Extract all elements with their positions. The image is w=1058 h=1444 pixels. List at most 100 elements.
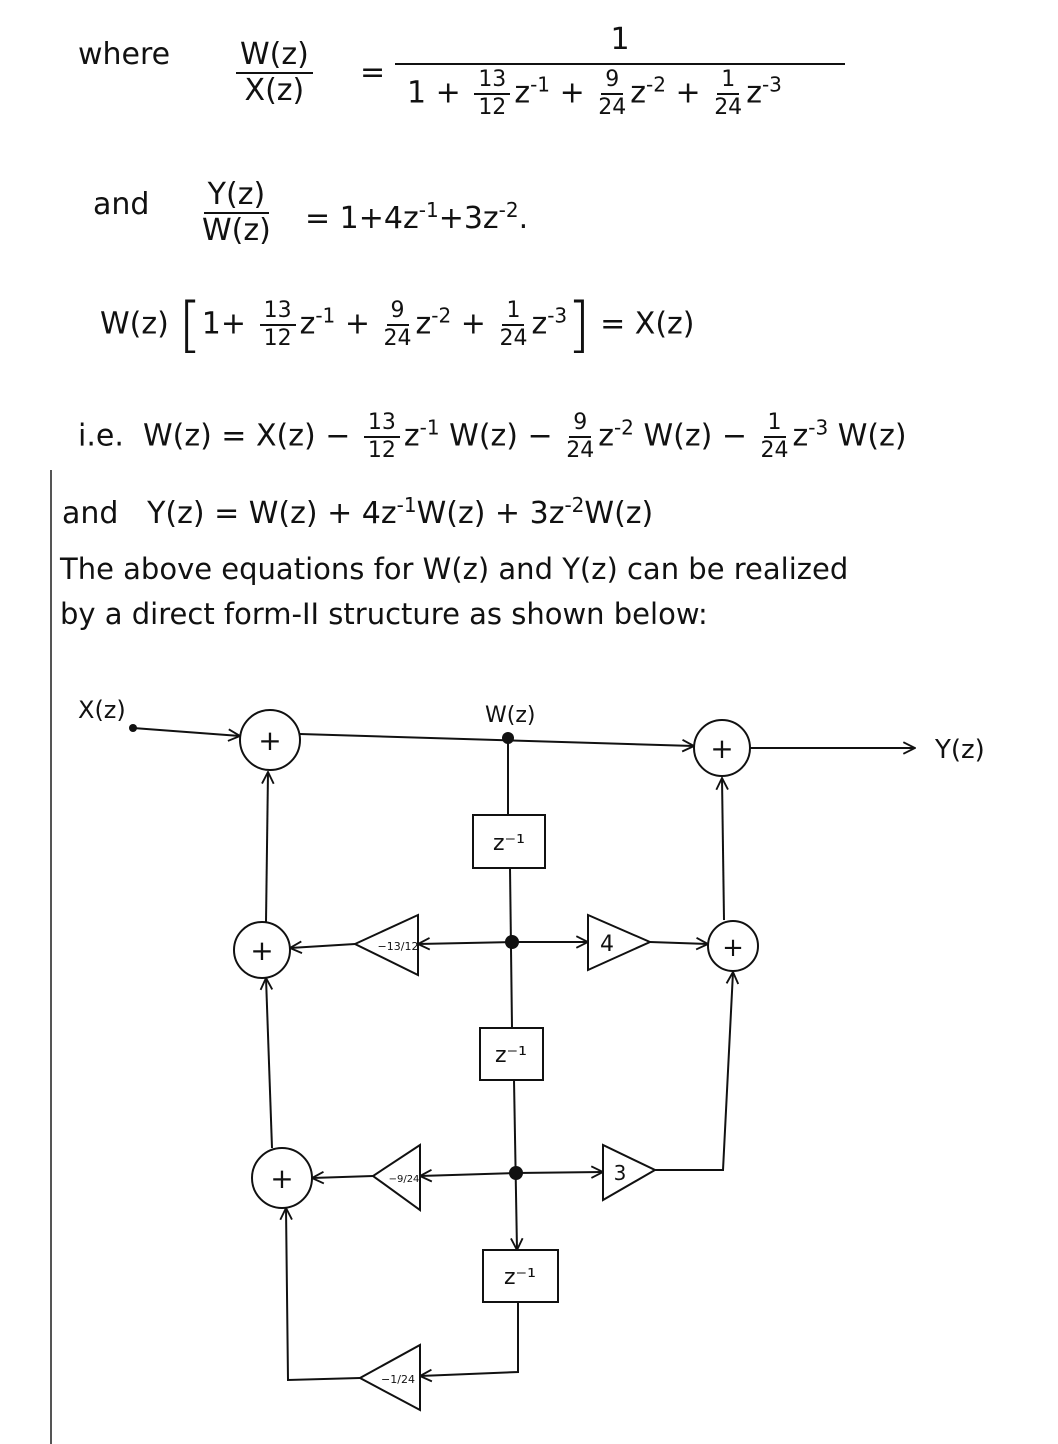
- num: 13: [474, 69, 511, 95]
- exp: -2: [613, 415, 634, 440]
- term: .: [518, 201, 529, 236]
- gain-b1-label: 4: [600, 932, 614, 957]
- num: Y(z): [203, 180, 270, 214]
- adder-3: [251, 1147, 313, 1209]
- adder-b: [707, 920, 759, 972]
- adder-b-sign: +: [722, 933, 744, 963]
- input-label: X(z): [78, 696, 126, 724]
- w-node: [502, 732, 514, 744]
- den: 24: [598, 95, 627, 120]
- transfer-y-over-w: Y(z)W(z): [198, 180, 275, 246]
- text-line-1: The above equations for W(z) and Y(z) ca…: [60, 552, 849, 586]
- gain-a2-triangle: [371, 1143, 421, 1212]
- w-label: W(z): [485, 703, 535, 728]
- gain-a1-triangle: [352, 913, 419, 977]
- delay-3-label: z⁻¹: [504, 1265, 536, 1290]
- line-adder1-to-adder-out: [299, 733, 694, 746]
- den: X(z): [244, 73, 305, 108]
- node-1: [505, 935, 519, 949]
- exp: -3: [808, 415, 829, 440]
- num: 13: [259, 300, 296, 326]
- term: 1 +: [407, 75, 461, 111]
- delay-3: [482, 1249, 559, 1303]
- term: W(z): [837, 418, 907, 454]
- adder3-to-adder2: [266, 978, 272, 1149]
- exp: -1: [418, 198, 439, 222]
- branch-a2-out: [312, 1176, 374, 1178]
- term: 1+: [201, 306, 247, 342]
- exp: -2: [646, 72, 666, 97]
- exp: -2: [564, 493, 585, 517]
- branch-b1-out: [649, 942, 708, 944]
- num: 1: [395, 25, 845, 65]
- adder-out-sign: +: [710, 732, 733, 765]
- den: 24: [383, 326, 412, 351]
- den: W(z): [202, 213, 271, 248]
- term: Y(z) = W(z) + 4z: [147, 496, 397, 531]
- spine-4: [420, 1302, 519, 1376]
- where-label: where: [78, 37, 171, 72]
- term: and: [62, 496, 119, 531]
- gain-a1-label: −13/12: [378, 940, 419, 953]
- term: W(z) −: [643, 418, 747, 454]
- exp: -3: [761, 72, 782, 97]
- gain-a3-triangle: [357, 1343, 421, 1412]
- num: 1: [763, 412, 786, 438]
- num: 1: [717, 69, 740, 95]
- term: z: [415, 306, 432, 342]
- term: +: [559, 75, 585, 111]
- equation-y: and Y(z) = W(z) + 4z-1W(z) + 3z-2W(z): [62, 495, 653, 529]
- bracket: [: [178, 290, 202, 360]
- term: z: [514, 75, 531, 111]
- term: z: [403, 418, 420, 454]
- adder-2: [233, 921, 291, 979]
- branch-a3-out: [286, 1208, 361, 1382]
- margin-line: [50, 470, 52, 1444]
- gain-a3-label: −1/24: [381, 1373, 415, 1386]
- den: 24: [566, 438, 595, 463]
- term: z: [598, 418, 614, 454]
- text-line-2: by a direct form-II structure as shown b…: [60, 597, 708, 631]
- delay-1: [472, 814, 546, 869]
- node-2: [509, 1166, 523, 1180]
- adder-1-sign: +: [258, 724, 281, 757]
- term: = 1+4z: [305, 201, 419, 236]
- exp: -1: [396, 493, 417, 517]
- exp: -2: [498, 198, 519, 222]
- exp: -1: [419, 415, 440, 440]
- den: 24: [760, 438, 789, 463]
- term: z: [746, 75, 762, 111]
- term: W(z): [584, 496, 654, 531]
- exp: -3: [547, 303, 568, 328]
- delay-2: [479, 1027, 544, 1081]
- den: 12: [367, 438, 396, 463]
- adder-3-sign: +: [270, 1162, 293, 1195]
- num: 13: [363, 412, 400, 438]
- den: 12: [263, 326, 292, 351]
- term: W(z) = X(z) −: [142, 418, 351, 454]
- bracket: ]: [567, 290, 591, 360]
- term: +3z: [438, 201, 499, 236]
- spine-3: [514, 1079, 517, 1250]
- exp: -2: [431, 303, 452, 328]
- term: +: [675, 75, 701, 111]
- term: W(z) −: [449, 418, 553, 454]
- branch-a1-in: [418, 942, 513, 944]
- delay-2-label: z⁻¹: [495, 1043, 527, 1068]
- input-line: [132, 727, 240, 736]
- num: 9: [601, 69, 624, 95]
- term: = X(z): [600, 306, 695, 342]
- numerator-polynomial: = 1+4z-1+3z-2.: [305, 200, 528, 234]
- and-label: and: [93, 187, 150, 222]
- gain-b1-triangle: [587, 913, 653, 972]
- gain-a2-label: −9/24: [389, 1174, 420, 1185]
- term: i.e.: [78, 418, 124, 454]
- output-label: Y(z): [934, 735, 985, 765]
- exp: -1: [315, 303, 336, 328]
- branch-a1-out: [290, 944, 356, 948]
